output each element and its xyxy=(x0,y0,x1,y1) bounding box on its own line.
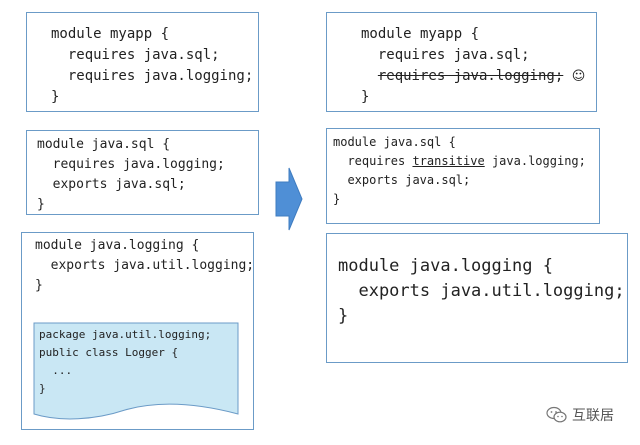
code-logger: package java.util.logging; public class L… xyxy=(39,326,211,398)
code-line: } xyxy=(37,197,45,212)
watermark-text: 互联居 xyxy=(572,408,614,424)
code-line: requires java.sql; xyxy=(67,47,220,63)
box-myapp-after: module myapp { requires java.sql; requires… xyxy=(326,12,597,112)
code-java-logging-after: module java.logging { exports java.util.l… xyxy=(338,254,625,329)
code-line: module java.logging { xyxy=(35,238,200,253)
code-line: } xyxy=(333,192,341,206)
code-myapp-after: module myapp { requires java.sql; requires… xyxy=(361,24,585,108)
wechat-icon xyxy=(546,406,567,423)
code-java-sql: module java.sql { requires java.logging; e… xyxy=(37,135,225,215)
watermark: 互联居 xyxy=(546,405,614,425)
code-line: requires transitive java.logging; xyxy=(333,152,586,171)
code-line: } xyxy=(361,89,370,105)
code-java-logging: module java.logging { exports java.util.l… xyxy=(35,236,254,296)
smiley-icon: ☺ xyxy=(571,69,586,84)
code-line: package java.util.logging; xyxy=(39,328,212,341)
code-line: module myapp { xyxy=(361,26,480,42)
code-myapp: module myapp { requires java.sql; requires… xyxy=(51,24,253,108)
box-java-logging-after: module java.logging { exports java.util.l… xyxy=(326,233,628,363)
code-line: exports java.util.logging; xyxy=(50,258,255,273)
code-line: module myapp { xyxy=(51,26,170,42)
code-line: public class Logger { xyxy=(39,346,179,359)
code-line: requires java.logging; xyxy=(67,68,254,84)
code-line: requires java.logging; xyxy=(52,157,225,172)
box-java-sql-after: module java.sql { requires transitive jav… xyxy=(326,128,600,224)
requires-keyword: requires xyxy=(347,154,406,168)
code-line: module java.sql { xyxy=(333,135,456,149)
code-line: module java.sql { xyxy=(37,137,171,152)
transitive-keyword: transitive xyxy=(412,154,485,168)
code-line: requires java.sql; xyxy=(377,47,530,63)
code-line: ... xyxy=(52,364,73,377)
code-line: requires java.logging; ☺ xyxy=(361,66,585,87)
requires-target: java.logging; xyxy=(491,154,586,168)
code-line: exports java.sql; xyxy=(52,177,186,192)
box-java-sql: module java.sql { requires java.logging; e… xyxy=(26,130,259,215)
code-line: module java.logging { xyxy=(338,256,553,276)
code-java-sql-after: module java.sql { requires transitive jav… xyxy=(333,133,586,209)
code-line: } xyxy=(35,278,43,293)
code-line: } xyxy=(51,89,60,105)
code-line: } xyxy=(39,382,46,395)
code-line: exports java.sql; xyxy=(347,173,471,187)
code-line: exports java.util.logging; xyxy=(358,281,625,301)
code-line: } xyxy=(338,306,349,326)
struck-requires: requires java.logging; xyxy=(377,68,564,84)
box-myapp: module myapp { requires java.sql; requires… xyxy=(26,12,259,112)
